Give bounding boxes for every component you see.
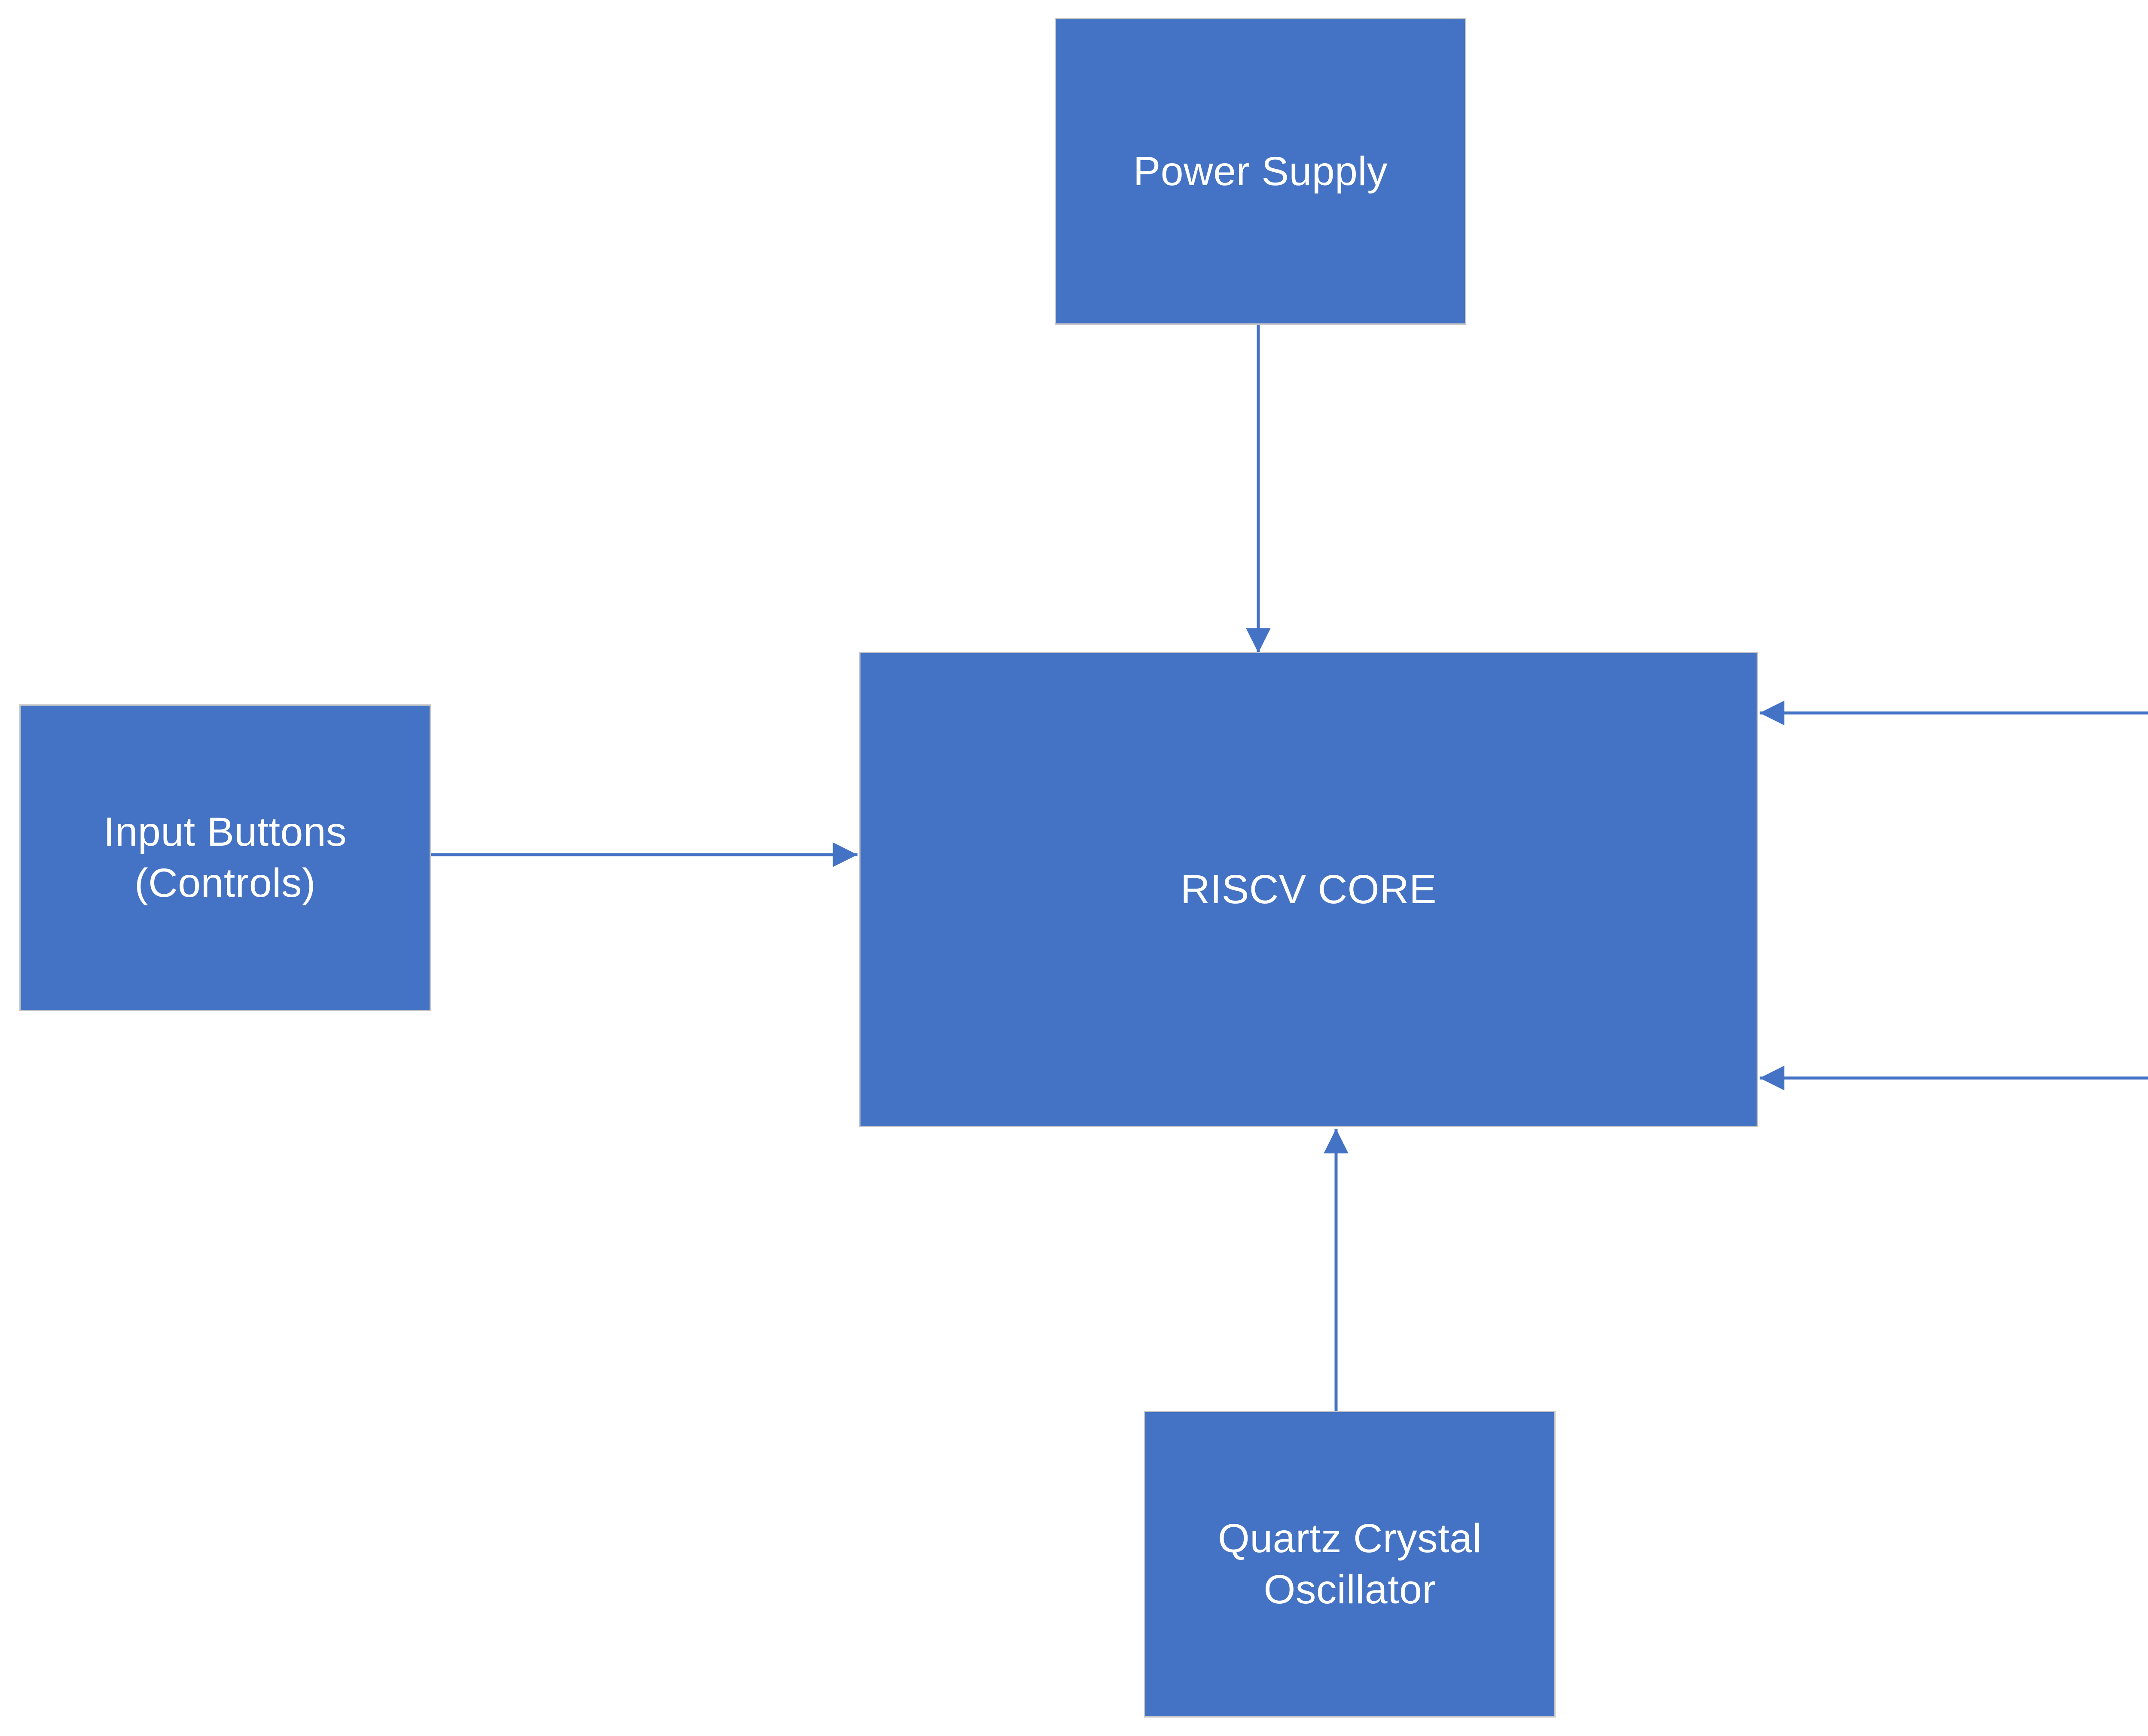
node-riscv-core: RISCV CORE xyxy=(859,652,1758,1127)
node-quartz-crystal-oscillator: Quartz Crystal Oscillator xyxy=(1144,1411,1556,1718)
node-power-supply-label: Power Supply xyxy=(1133,148,1388,194)
node-power-supply: Power Supply xyxy=(1055,18,1466,325)
node-input-buttons-label: Input Buttons (Controls) xyxy=(103,809,347,906)
node-quartz-crystal-oscillator-label: Quartz Crystal Oscillator xyxy=(1217,1516,1482,1612)
node-input-buttons: Input Buttons (Controls) xyxy=(19,704,431,1011)
node-riscv-core-label: RISCV CORE xyxy=(1180,866,1437,912)
